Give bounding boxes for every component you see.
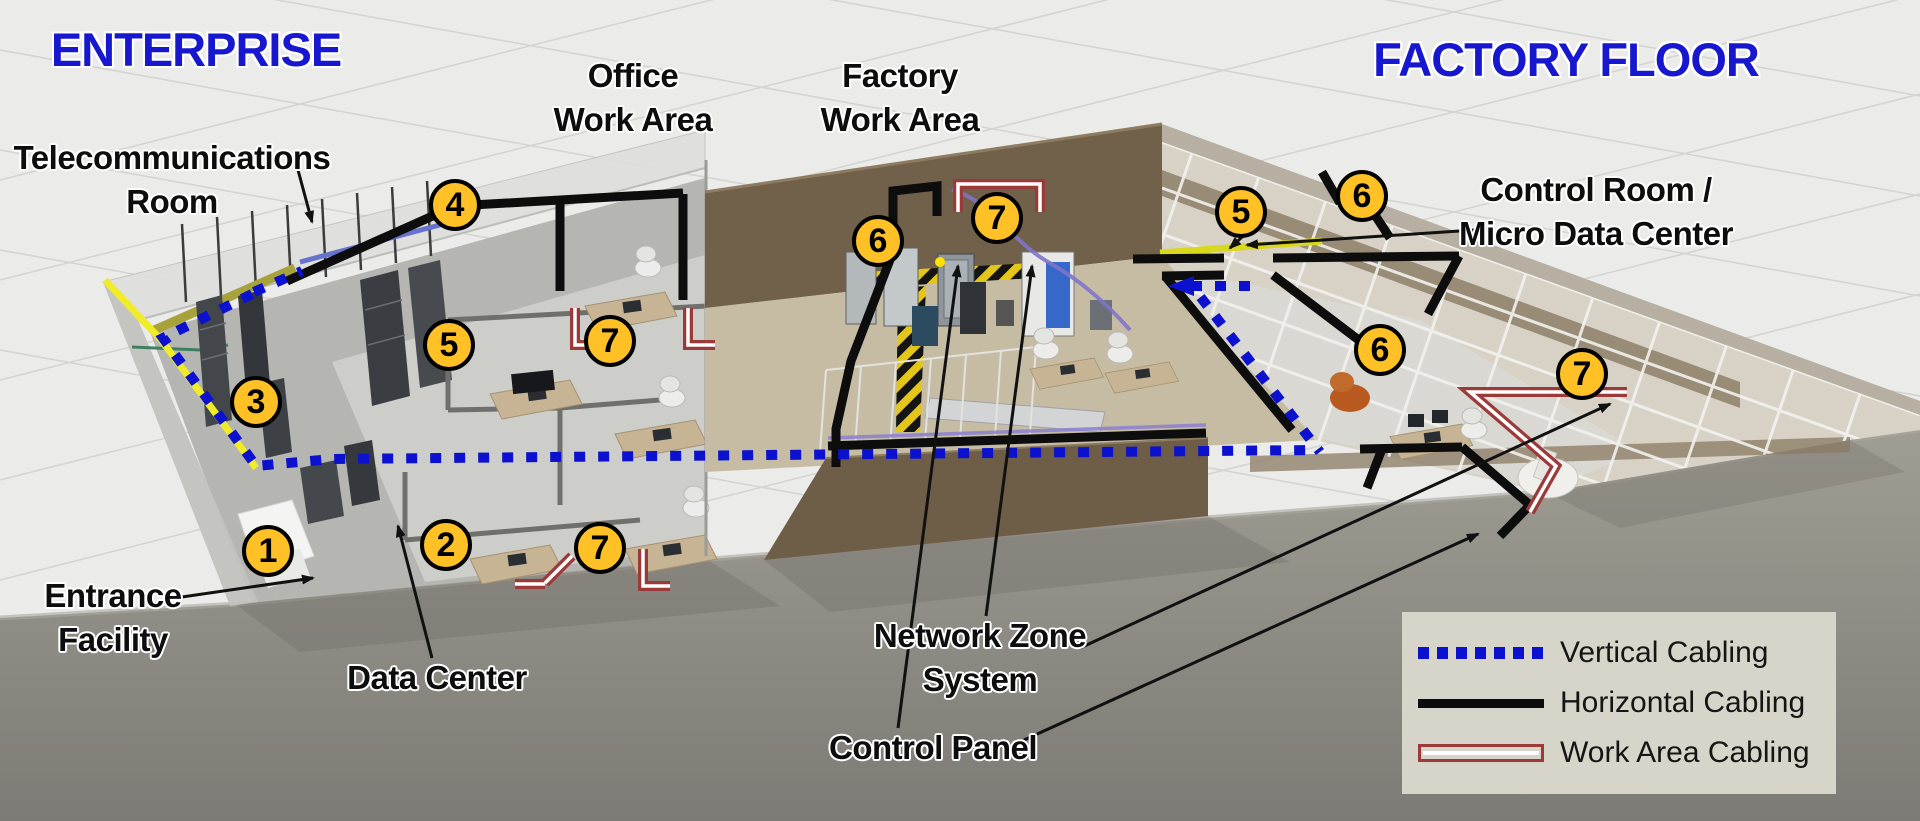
title-enterprise: ENTERPRISE — [50, 23, 342, 76]
legend-work-area-cabling-sample — [1418, 744, 1544, 762]
title-factory-floor: FACTORY FLOOR — [1373, 33, 1760, 86]
label-control-panel: Control Panel — [828, 729, 1038, 766]
number-badge-4: 4 — [429, 179, 481, 231]
number-badge-3: 3 — [230, 376, 282, 428]
number-badge-2: 2 — [420, 519, 472, 571]
number-badge-7: 7 — [971, 192, 1023, 244]
label-control-room-micro-data-center: Control Room / Micro Data Center — [1459, 171, 1733, 252]
legend-horizontal-cabling-label: Horizontal Cabling — [1560, 686, 1806, 719]
label-office-work-area: Office Work Area — [553, 57, 713, 138]
telecom-cable-tray — [150, 263, 297, 336]
vertical-cabling-arrowhead — [1168, 276, 1194, 296]
number-badge-7: 7 — [584, 315, 636, 367]
number-badge-5: 5 — [423, 319, 475, 371]
legend-horizontal-cabling: Horizontal Cabling — [1418, 678, 1820, 728]
safety-fence — [819, 346, 1037, 453]
label-factory-work-area: Factory Work Area — [820, 57, 980, 138]
label-entrance-facility: Entrance Facility — [44, 577, 182, 658]
office-desks — [469, 233, 808, 585]
legend-vertical-cabling-sample — [1418, 647, 1544, 659]
number-badge-5: 5 — [1215, 186, 1267, 238]
callout-arrows — [174, 169, 1612, 742]
legend-work-area-cabling-label: Work Area Cabling — [1560, 736, 1810, 769]
legend-vertical-cabling-label: Vertical Cabling — [1560, 636, 1769, 669]
label-data-center: Data Center — [347, 659, 527, 696]
label-telecommunications-room: Telecommunications Room — [13, 139, 331, 220]
number-badge-7: 7 — [1556, 348, 1608, 400]
legend-horizontal-cabling-sample — [1418, 698, 1544, 708]
label-network-zone-system: Network Zone System — [873, 617, 1087, 698]
legend-work-area-cabling: Work Area Cabling — [1418, 728, 1820, 778]
work-area-cabling-marks — [515, 179, 1627, 591]
number-badge-1: 1 — [242, 525, 294, 577]
number-badge-6: 6 — [1354, 324, 1406, 376]
number-badge-6: 6 — [1336, 170, 1388, 222]
number-badge-6: 6 — [852, 215, 904, 267]
legend-vertical-cabling: Vertical Cabling — [1418, 628, 1820, 678]
number-badge-7: 7 — [574, 522, 626, 574]
